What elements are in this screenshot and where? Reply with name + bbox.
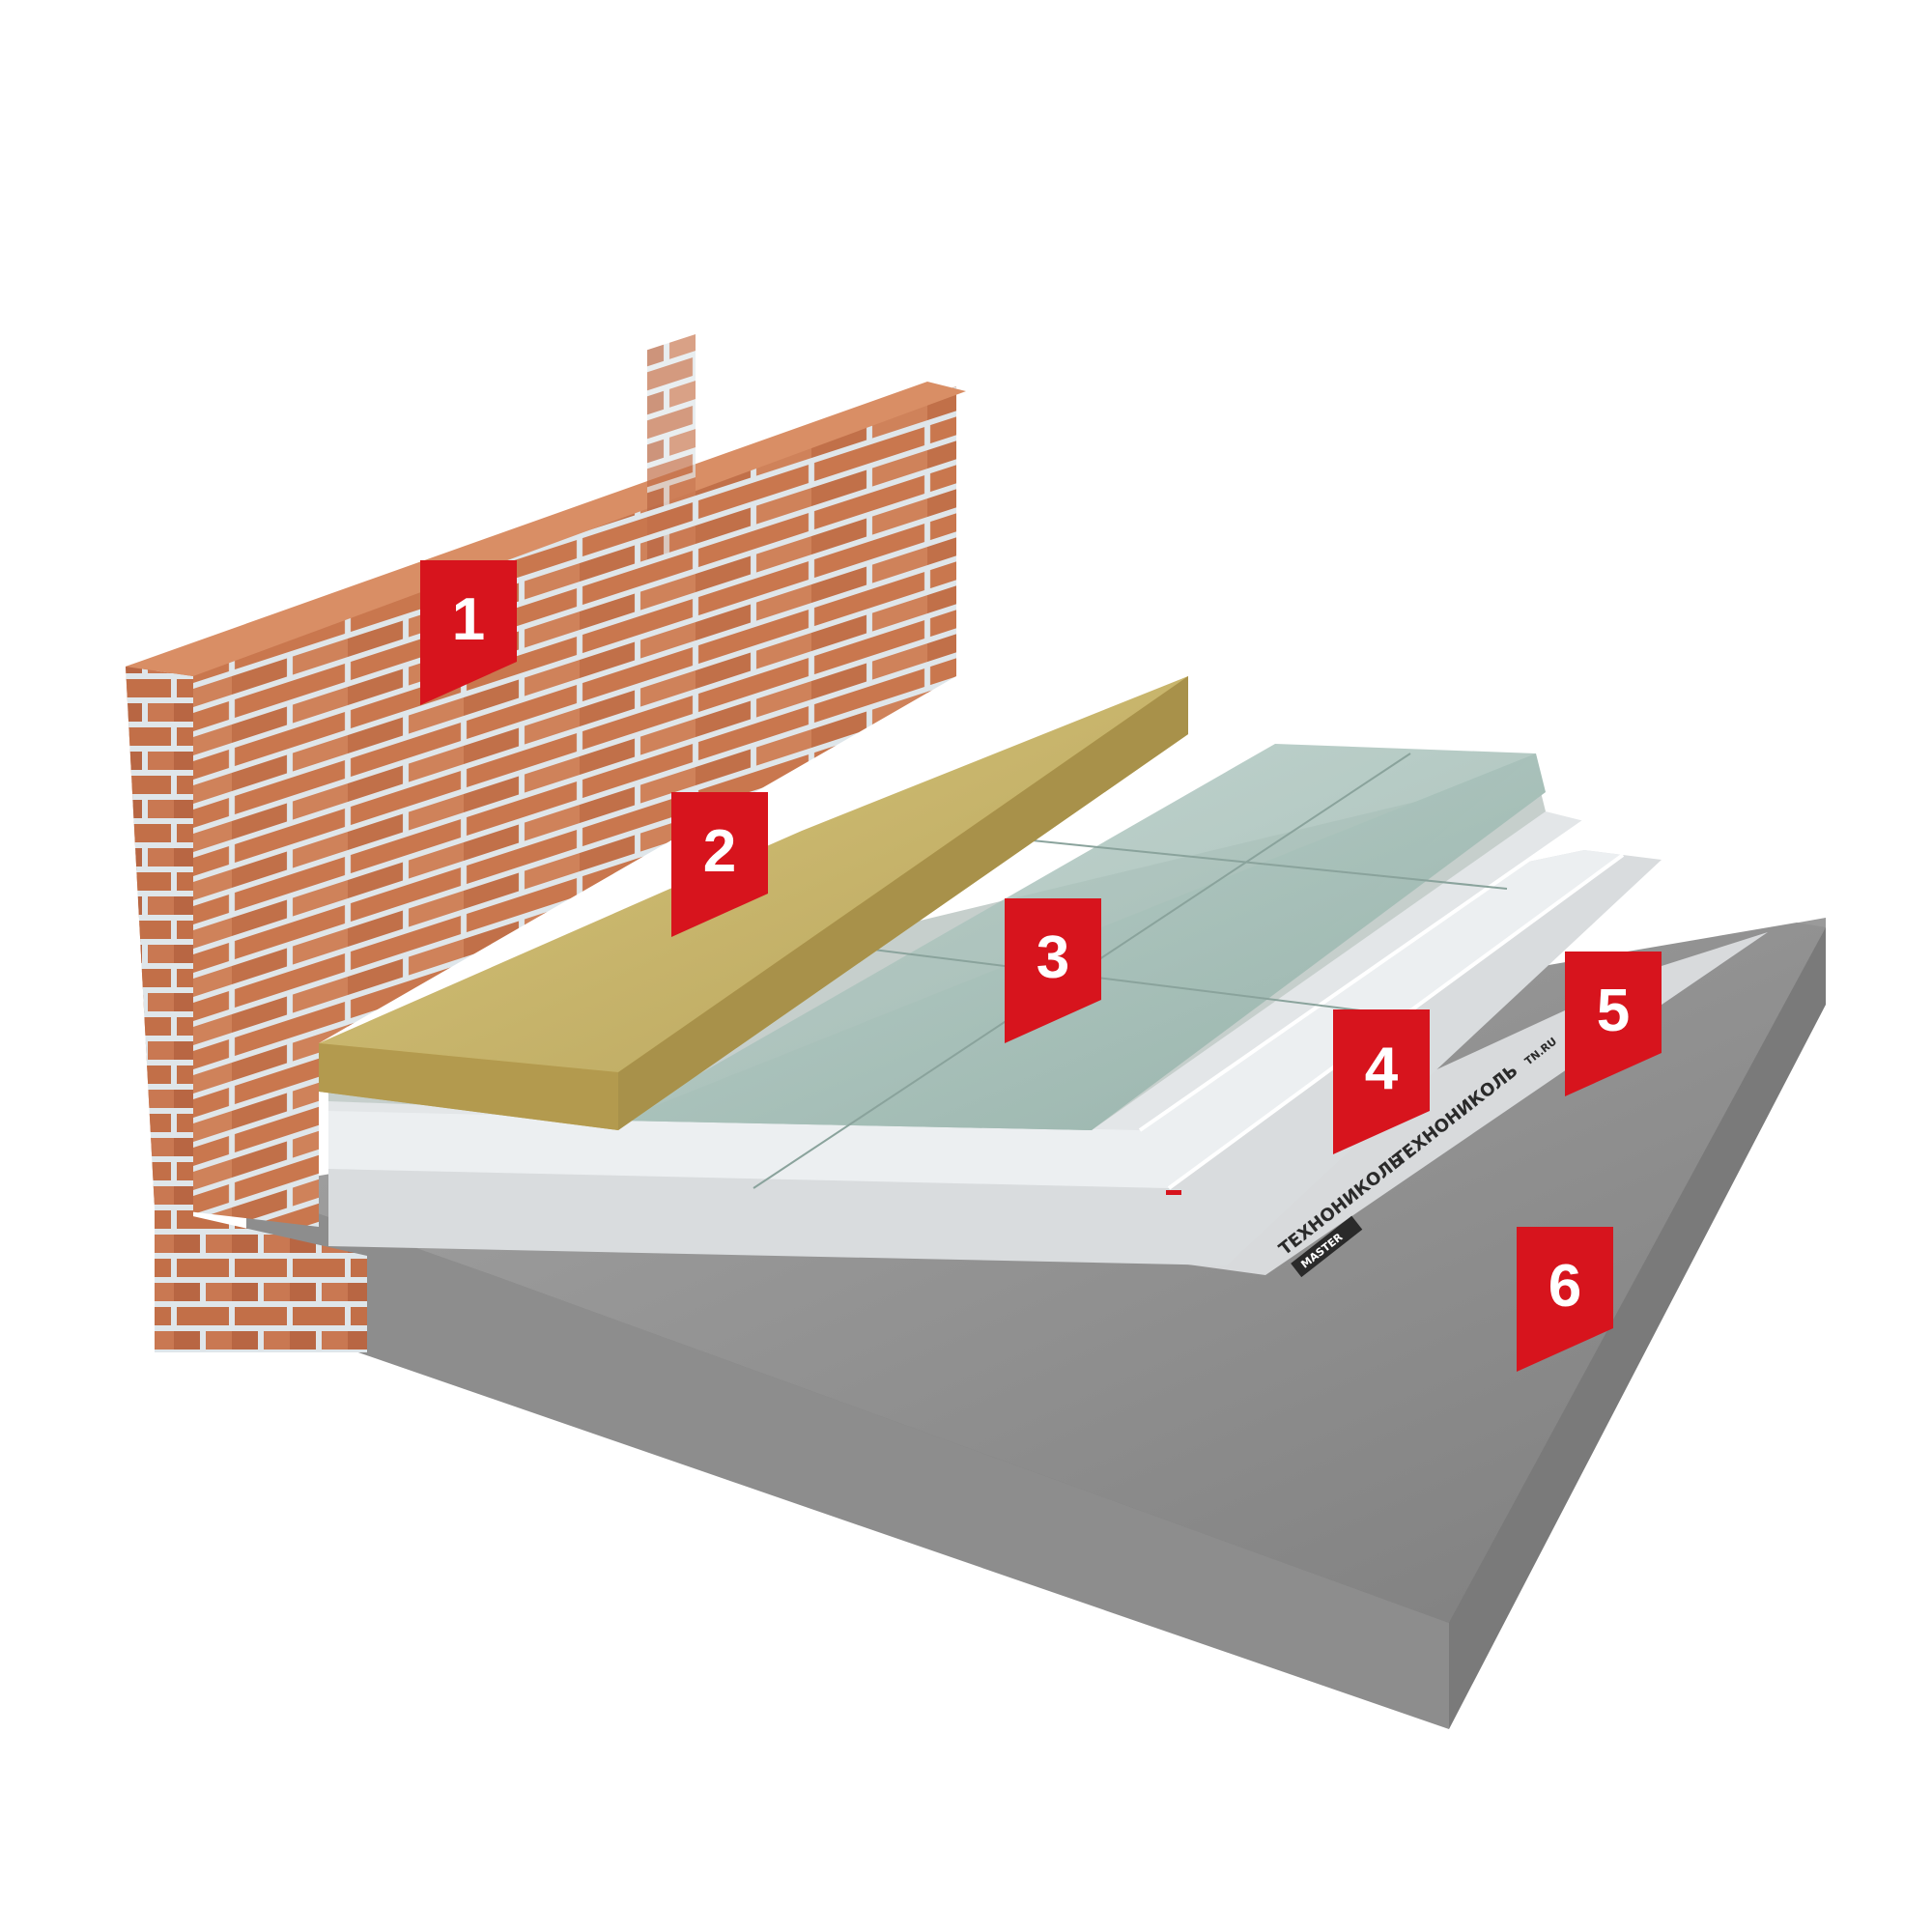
marker-5: 5 xyxy=(1565,952,1662,1096)
marker-1: 1 xyxy=(420,560,517,705)
marker-2: 2 xyxy=(671,792,768,937)
marker-1-label: 1 xyxy=(452,586,485,653)
marker-3-label: 3 xyxy=(1037,924,1069,991)
marker-2-label: 2 xyxy=(703,818,736,885)
marker-6: 6 xyxy=(1517,1227,1613,1372)
marker-3: 3 xyxy=(1005,898,1101,1043)
brick-wall xyxy=(126,334,966,1352)
marker-4-label: 4 xyxy=(1365,1036,1399,1102)
marker-6-label: 6 xyxy=(1548,1253,1581,1320)
marker-4: 4 xyxy=(1333,1009,1430,1154)
marker-5-label: 5 xyxy=(1597,978,1630,1044)
